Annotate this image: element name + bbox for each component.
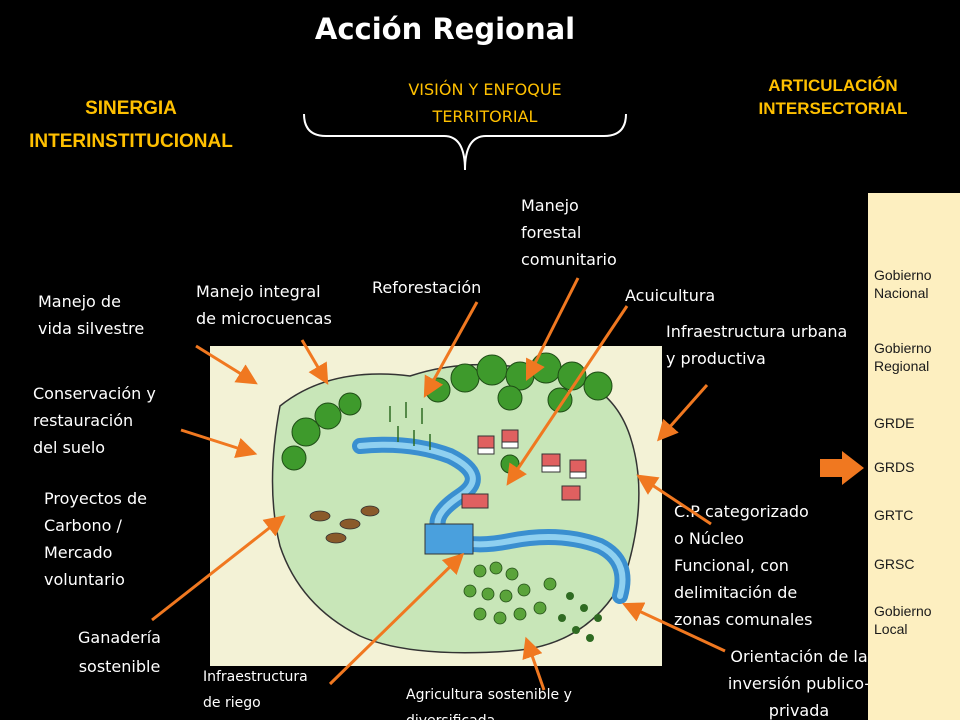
arrow-conservacion (180, 428, 258, 458)
sidebar-government-levels: Gobierno Nacional Gobierno Regional GRDE… (868, 193, 960, 720)
label-proyectos-carbono: Proyectos de Carbono / Mercado voluntari… (44, 485, 147, 593)
sidebar-item-grsc: GRSC (874, 555, 914, 573)
landscape-illustration (210, 346, 662, 666)
label-line: Carbono / (44, 516, 122, 535)
curly-brace-icon (303, 113, 627, 171)
sidebar-item-grtc: GRTC (874, 506, 913, 524)
sidebar-item-line: Gobierno (874, 340, 932, 356)
label-ganaderia: Ganadería sostenible (78, 623, 161, 681)
sidebar-item-gobierno-local: Gobierno Local (874, 602, 932, 638)
label-line: restauración (33, 411, 134, 430)
heading-sinergia: SINERGIA INTERINSTITUCIONAL (0, 92, 262, 158)
label-line: Infraestructura (203, 669, 308, 685)
label-acuicultura: Acuicultura (625, 282, 715, 309)
label-line: y productiva (666, 349, 766, 368)
label-line: C.P categorizado (674, 502, 809, 521)
label-line: Orientación de la (730, 647, 868, 666)
label-line: Infraestructura urbana (666, 322, 848, 341)
page-title: Acción Regional (314, 12, 576, 46)
sidebar-item-gobierno-regional: Gobierno Regional (874, 339, 932, 375)
heading-vision: VISIÓN Y ENFOQUE TERRITORIAL (370, 76, 600, 130)
label-centro-poblado: C.P categorizado o Núcleo Funcional, con… (674, 498, 812, 633)
label-infraestructura-urbana: Infraestructura urbana y productiva (666, 318, 847, 372)
arrow-microcuencas (300, 339, 329, 385)
sidebar-item-line: Local (874, 621, 908, 637)
label-line: voluntario (44, 570, 125, 589)
label-line: de riego (203, 695, 261, 711)
label-line: Agricultura sostenible y (406, 687, 572, 703)
label-orientacion-inversion: Orientación de la inversión publico- pri… (706, 643, 892, 720)
heading-vision-line-1: VISIÓN Y ENFOQUE (408, 80, 562, 99)
arrow-acuicultura (506, 305, 629, 486)
label-line: Ganadería (78, 628, 161, 647)
label-line: zonas comunales (674, 610, 813, 629)
label-line: sostenible (78, 657, 161, 676)
sidebar-item-grds: GRDS (874, 458, 914, 476)
label-line: del suelo (33, 438, 106, 457)
label-microcuencas: Manejo integral de microcuencas (196, 278, 332, 332)
sidebar-item-line: GRDS (874, 459, 915, 475)
sidebar-item-gobierno-nacional: Gobierno Nacional (874, 266, 932, 302)
arrow-centro-poblado (636, 474, 712, 526)
sidebar-item-line: Nacional (874, 285, 929, 301)
label-riego: Infraestructura de riego (203, 664, 308, 716)
label-line: privada (768, 701, 830, 720)
label-line: Manejo (521, 196, 579, 215)
arrow-infraestructura-urbana (657, 384, 709, 442)
sidebar-item-line: Gobierno (874, 603, 932, 619)
sidebar-item-line: GRDE (874, 415, 915, 431)
sidebar-item-line: Regional (874, 358, 930, 374)
heading-sinergia-line-1: SINERGIA (85, 98, 177, 119)
sidebar-item-line: Gobierno (874, 267, 932, 283)
label-line: Acuicultura (625, 286, 716, 305)
heading-vision-line-2: TERRITORIAL (432, 107, 538, 126)
heading-sinergia-line-2: INTERINSTITUCIONAL (29, 131, 233, 152)
label-line: Reforestación (372, 278, 482, 297)
label-conservacion: Conservación y restauración del suelo (33, 380, 156, 461)
arrow-reforestacion (423, 301, 479, 398)
label-line: Mercado (44, 543, 113, 562)
landscape-drawing (271, 352, 640, 654)
label-line: delimitación de (674, 583, 798, 602)
label-reforestacion: Reforestación (372, 274, 481, 301)
arrow-carbono (151, 515, 286, 622)
arrow-agricultura (522, 636, 546, 691)
label-line: Manejo integral (196, 282, 321, 301)
arrow-vida-silvestre (195, 344, 258, 385)
label-manejo-forestal: Manejo forestal comunitario (521, 192, 617, 273)
label-vida-silvestre: Manejo de vida silvestre (38, 288, 144, 342)
arrow-manejo-forestal (525, 277, 580, 382)
label-line: Proyectos de (44, 489, 147, 508)
label-line: Conservación y (33, 384, 156, 403)
label-line: inversión publico- (727, 674, 871, 693)
label-line: Funcional, con (674, 556, 789, 575)
sidebar-item-line: GRSC (874, 556, 915, 572)
heading-articulacion: ARTICULACIÓN INTERSECTORIAL (718, 74, 948, 120)
sidebar-item-grde: GRDE (874, 414, 914, 432)
arrow-orientacion (621, 602, 726, 653)
label-line: vida silvestre (38, 319, 145, 338)
sidebar-item-line: GRTC (874, 507, 914, 523)
arrow-riego (328, 552, 465, 686)
label-line: comunitario (521, 250, 617, 269)
label-line: Manejo de (38, 292, 121, 311)
heading-articulacion-line-1: ARTICULACIÓN (768, 76, 898, 95)
block-arrow-right-icon (820, 451, 864, 485)
label-line: diversificada (406, 708, 572, 720)
label-line: de microcuencas (196, 309, 332, 328)
label-agricultura: Agricultura sostenible y diversificada (406, 682, 572, 720)
label-line: forestal (521, 223, 582, 242)
heading-articulacion-line-2: INTERSECTORIAL (758, 99, 908, 118)
label-line: o Núcleo (674, 529, 744, 548)
